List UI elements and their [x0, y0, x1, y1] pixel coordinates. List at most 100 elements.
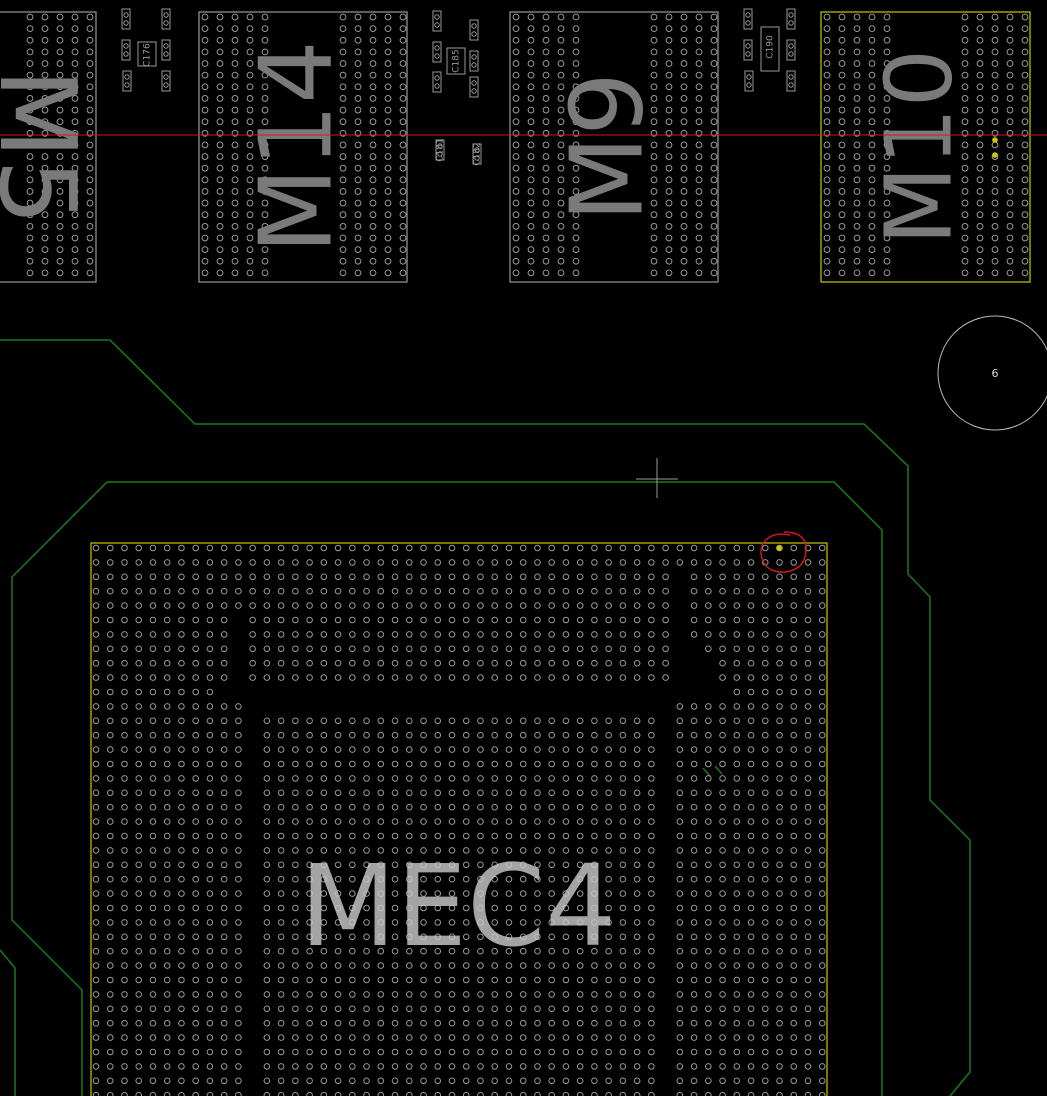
- bga-pad[interactable]: [676, 746, 684, 753]
- bga-pad[interactable]: [216, 71, 224, 79]
- bga-pad[interactable]: [334, 573, 342, 581]
- bga-pad[interactable]: [135, 674, 143, 681]
- bga-pad[interactable]: [369, 234, 377, 242]
- bga-pad[interactable]: [776, 803, 783, 811]
- bga-pad[interactable]: [548, 962, 555, 969]
- bga-pad[interactable]: [804, 890, 812, 897]
- bga-pad[interactable]: [665, 129, 673, 137]
- bga-pad[interactable]: [710, 118, 718, 126]
- bga-pad[interactable]: [776, 602, 783, 609]
- bga-pad[interactable]: [534, 947, 541, 955]
- bga-pad[interactable]: [349, 904, 356, 912]
- bga-pad[interactable]: [178, 674, 185, 681]
- bga-pad[interactable]: [710, 13, 718, 21]
- bga-pad[interactable]: [135, 904, 143, 912]
- bga-pad[interactable]: [86, 164, 94, 172]
- bga-pad[interactable]: [690, 919, 698, 926]
- bga-pad[interactable]: [334, 861, 342, 869]
- bga-pad[interactable]: [505, 1005, 513, 1013]
- bga-pad[interactable]: [277, 976, 285, 984]
- bga-pad[interactable]: [605, 587, 612, 595]
- bga-pad[interactable]: [292, 746, 299, 753]
- bga-pad[interactable]: [705, 602, 712, 609]
- bga-pad[interactable]: [662, 616, 669, 624]
- bga-pad[interactable]: [235, 1091, 242, 1096]
- bga-pad[interactable]: [71, 48, 79, 56]
- bga-pad[interactable]: [377, 976, 385, 984]
- bga-pad[interactable]: [306, 746, 313, 753]
- bga-pad[interactable]: [462, 1034, 470, 1041]
- bga-pad[interactable]: [976, 106, 984, 114]
- bga-pad[interactable]: [557, 222, 565, 230]
- bga-pad[interactable]: [680, 153, 688, 160]
- bga-pad[interactable]: [178, 703, 185, 710]
- bga-pad[interactable]: [548, 847, 555, 854]
- bga-pad[interactable]: [363, 919, 370, 926]
- bga-pad[interactable]: [263, 746, 271, 753]
- bga-pad[interactable]: [349, 832, 356, 840]
- bga-pad[interactable]: [572, 188, 580, 195]
- bga-pad[interactable]: [306, 789, 313, 797]
- bga-pad[interactable]: [548, 947, 555, 955]
- bga-pad[interactable]: [420, 847, 427, 854]
- bga-pad[interactable]: [776, 760, 783, 768]
- bga-pad[interactable]: [149, 775, 157, 782]
- bga-pad[interactable]: [776, 717, 783, 725]
- bga-pad[interactable]: [676, 1091, 684, 1096]
- bga-pad[interactable]: [519, 875, 527, 883]
- bga-pad[interactable]: [106, 659, 114, 667]
- bga-pad[interactable]: [477, 919, 484, 926]
- bga-pad[interactable]: [405, 947, 413, 955]
- bga-pad[interactable]: [391, 803, 399, 811]
- bga-pad[interactable]: [86, 60, 94, 67]
- bga-pad[interactable]: [527, 118, 535, 126]
- bga-pad[interactable]: [216, 60, 224, 67]
- bga-pad[interactable]: [434, 832, 442, 840]
- bga-pad[interactable]: [41, 257, 49, 265]
- bga-pad[interactable]: [448, 890, 456, 897]
- bga-pad[interactable]: [391, 789, 399, 797]
- bga-pad[interactable]: [512, 106, 520, 114]
- bga-pad[interactable]: [804, 847, 812, 854]
- bga-pad[interactable]: [292, 587, 299, 595]
- bga-pad[interactable]: [1006, 153, 1014, 160]
- bga-pad[interactable]: [261, 25, 269, 33]
- bga-pad[interactable]: [320, 659, 328, 667]
- bga-pad[interactable]: [149, 875, 157, 883]
- bga-pad[interactable]: [462, 573, 470, 581]
- bga-pad[interactable]: [719, 919, 726, 926]
- bga-pad[interactable]: [263, 962, 271, 969]
- bga-pad[interactable]: [505, 573, 513, 581]
- bga-pad[interactable]: [462, 991, 470, 998]
- bga-pad[interactable]: [377, 746, 385, 753]
- bga-pad[interactable]: [548, 890, 555, 897]
- bga-pad[interactable]: [263, 760, 271, 768]
- bga-pad[interactable]: [719, 573, 726, 581]
- bga-pad[interactable]: [961, 141, 969, 149]
- bga-pad[interactable]: [149, 847, 157, 854]
- bga-pad[interactable]: [733, 890, 741, 897]
- bga-pad[interactable]: [705, 573, 712, 581]
- bga-pad[interactable]: [710, 48, 718, 56]
- bga-pad[interactable]: [790, 1091, 798, 1096]
- bga-pad[interactable]: [384, 129, 392, 137]
- bga-pad[interactable]: [619, 645, 627, 653]
- m10-outline[interactable]: [820, 11, 1031, 283]
- bga-pad[interactable]: [733, 616, 741, 624]
- bga-pad[interactable]: [320, 645, 328, 653]
- bga-pad[interactable]: [149, 1063, 157, 1070]
- bga-pad[interactable]: [434, 631, 442, 638]
- bga-pad[interactable]: [650, 36, 658, 44]
- bga-pad[interactable]: [41, 95, 49, 102]
- bga-pad[interactable]: [477, 1077, 484, 1085]
- bga-pad[interactable]: [804, 688, 812, 696]
- bga-pad[interactable]: [505, 991, 513, 998]
- passive-outline[interactable]: [435, 139, 445, 161]
- bga-pad[interactable]: [462, 659, 470, 667]
- bga-pad[interactable]: [527, 25, 535, 33]
- bga-pad[interactable]: [648, 616, 655, 624]
- bga-pad[interactable]: [804, 789, 812, 797]
- bga-pad[interactable]: [26, 13, 34, 21]
- bga-pad[interactable]: [1006, 106, 1014, 114]
- bga-pad[interactable]: [334, 904, 342, 912]
